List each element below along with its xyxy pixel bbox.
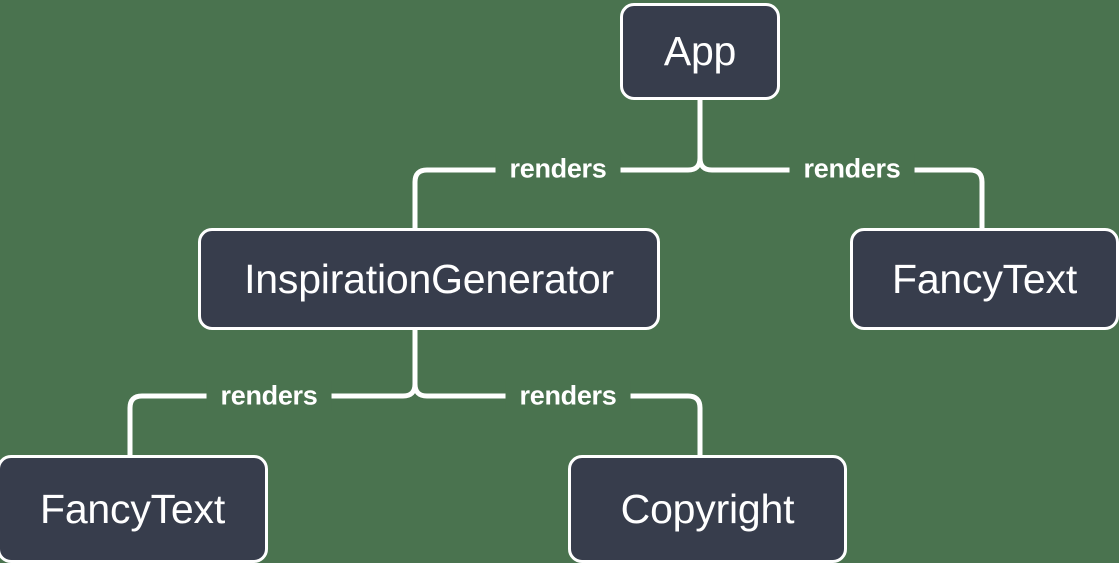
node-fancytext-right[interactable]: FancyText [850, 228, 1119, 330]
edge-label-app-fancytext-right: renders [789, 153, 915, 185]
edge-app-to-fancytext-right [697, 157, 985, 228]
node-app[interactable]: App [620, 3, 780, 100]
node-fancytext-bottom[interactable]: FancyText [0, 455, 268, 563]
edge-inspirationgenerator-to-copyright [412, 383, 703, 455]
node-copyright[interactable]: Copyright [568, 455, 847, 563]
edge-label-inspirationgenerator-copyright: renders [505, 380, 631, 412]
node-inspiration-generator[interactable]: InspirationGenerator [198, 228, 660, 330]
edge-label-app-inspirationgenerator: renders [495, 153, 621, 185]
edge-label-inspirationgenerator-fancytext-bottom: renders [206, 380, 332, 412]
